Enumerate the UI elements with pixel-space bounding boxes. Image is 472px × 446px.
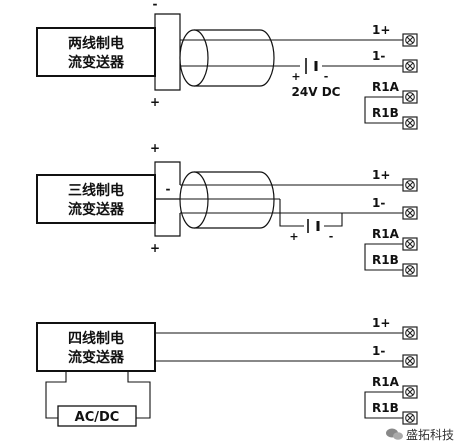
three-wire-sign-top: + [150, 141, 160, 155]
three-wire-supply-plus: + [289, 230, 298, 243]
two-wire-section: 两线制电 流变送器 - + + - 24V DC 1+ [36, 0, 418, 130]
two-wire-bracket [154, 13, 181, 91]
three-wire-terminal-2-screw-icon [402, 206, 418, 220]
two-wire-term2-label: 1- [372, 49, 385, 63]
three-wire-relay-a-screw-icon [402, 237, 418, 251]
two-wire-terminal-1-screw-icon [402, 33, 418, 47]
three-wire-relay-b-label: R1B [372, 253, 399, 267]
three-wire-relay-b-screw-icon [402, 263, 418, 277]
four-wire-power-label: AC/DC [75, 410, 120, 425]
two-wire-box-line1: 两线制电 [68, 35, 124, 52]
three-wire-terminal-1-screw-icon [402, 178, 418, 192]
two-wire-sign-top: - [153, 0, 158, 11]
two-wire-transmitter-box [36, 27, 156, 77]
three-wire-supply [307, 219, 320, 233]
three-wire-term2-label: 1- [372, 196, 385, 210]
two-wire-supply [305, 58, 318, 74]
three-wire-box-line2: 流变送器 [68, 201, 125, 218]
four-wire-relay-a-label: R1A [372, 375, 400, 389]
two-wire-sign-bottom: + [150, 95, 160, 109]
four-wire-box-line2: 流变送器 [68, 349, 125, 366]
four-wire-term1-label: 1+ [372, 316, 390, 330]
two-wire-relay-b-screw-icon [402, 116, 418, 130]
three-wire-sign-bottom: + [150, 241, 160, 255]
four-wire-term2-label: 1- [372, 344, 385, 358]
four-wire-terminal-2-screw-icon [402, 354, 418, 368]
three-wire-supply-minus: - [329, 230, 334, 243]
four-wire-box-line1: 四线制电 [68, 330, 124, 347]
two-wire-box-line2: 流变送器 [68, 54, 125, 71]
watermark: 盛拓科技 [386, 427, 454, 442]
three-wire-wires [180, 184, 403, 271]
four-wire-relay-a-screw-icon [402, 385, 418, 399]
watermark-text: 盛拓科技 [406, 427, 454, 442]
three-wire-term1-label: 1+ [372, 168, 390, 182]
three-wire-relay-a-label: R1A [372, 227, 400, 241]
three-wire-transmitter-box [36, 174, 156, 224]
two-wire-relay-b-label: R1B [372, 106, 399, 120]
four-wire-terminal-1-screw-icon [402, 326, 418, 340]
two-wire-terminal-2-screw-icon [402, 59, 418, 73]
two-wire-relay-a-label: R1A [372, 80, 400, 94]
four-wire-transmitter-box [36, 322, 156, 372]
two-wire-supply-minus: - [324, 70, 329, 83]
two-wire-cable [179, 29, 275, 87]
three-wire-box-line1: 三线制电 [68, 182, 124, 199]
two-wire-supply-plus: + [291, 70, 300, 83]
two-wire-supply-label: 24V DC [292, 85, 341, 99]
three-wire-sign-mid: - [166, 182, 171, 196]
three-wire-bracket [154, 161, 181, 237]
three-wire-cable [179, 171, 275, 229]
two-wire-term1-label: 1+ [372, 23, 390, 37]
four-wire-section: 四线制电 流变送器 AC/DC 1+ 1- R1A R1B [36, 316, 418, 427]
four-wire-relay-b-label: R1B [372, 401, 399, 415]
two-wire-wires [180, 39, 403, 124]
three-wire-section: 三线制电 流变送器 + - + [36, 141, 418, 277]
wechat-icon [386, 428, 403, 440]
four-wire-relay-b-screw-icon [402, 411, 418, 425]
two-wire-relay-a-screw-icon [402, 90, 418, 104]
four-wire-power-box [57, 405, 137, 427]
four-wire-wires [45, 332, 403, 419]
